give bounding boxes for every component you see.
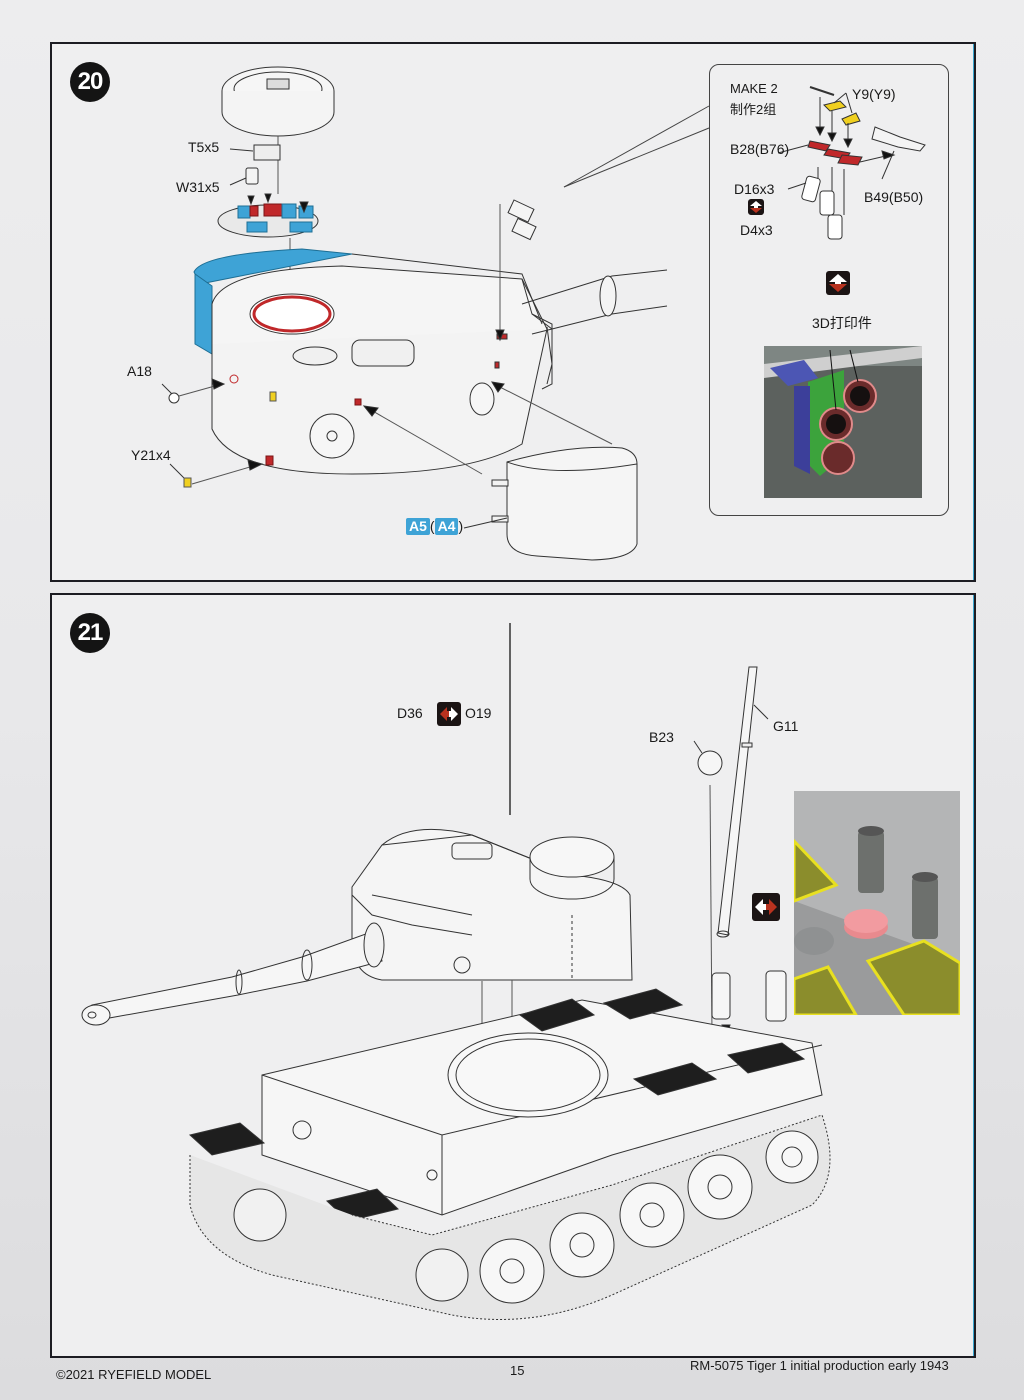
- page-number: 15: [510, 1363, 525, 1378]
- copyright-text: ©2021 RYEFIELD MODEL: [56, 1367, 212, 1382]
- hull: [188, 988, 823, 1222]
- part-tag-a4: A4: [434, 518, 459, 535]
- step-number-badge: 20: [70, 62, 110, 102]
- engine-deck-render: [794, 791, 960, 1015]
- label-w31: W31x5: [176, 179, 220, 195]
- label-g11: G11: [773, 718, 799, 734]
- gun-mantlet: [521, 269, 668, 390]
- swap-vertical-icon-large: [826, 271, 850, 295]
- step-number-badge: 21: [70, 613, 110, 653]
- label-3d-printed: 3D打印件: [812, 315, 872, 331]
- engine-grille: [632, 1062, 718, 1096]
- vision-port-part: [495, 199, 537, 342]
- engine-grille: [726, 1042, 806, 1074]
- front-mudguard: [188, 1122, 266, 1156]
- part-y21: [183, 477, 192, 488]
- part-tag-a5: A5: [406, 518, 430, 535]
- label-y21: Y21x4: [131, 447, 171, 463]
- label-b23: B23: [649, 729, 674, 745]
- product-title: RM-5075 Tiger 1 initial production early…: [690, 1358, 949, 1373]
- label-o19: O19: [465, 705, 492, 721]
- label-y9: Y9(Y9): [852, 86, 896, 102]
- label-t5: T5x5: [188, 139, 220, 155]
- engine-grille: [518, 998, 596, 1032]
- swap-vertical-icon: [748, 199, 764, 215]
- label-d16: D16x3: [734, 181, 775, 197]
- engine-grille: [602, 988, 684, 1020]
- part-b23: [697, 750, 723, 776]
- label-make-2-cn: 制作2组: [730, 102, 777, 117]
- label-d36: D36: [397, 705, 423, 721]
- commander-cupola: [221, 66, 335, 194]
- label-a18: A18: [127, 363, 152, 379]
- swap-horizontal-icon: [437, 702, 461, 726]
- gun-barrel-g11: [716, 666, 758, 938]
- part-w31: [245, 167, 259, 185]
- label-b28: B28(B76): [730, 141, 790, 157]
- label-make-2: MAKE 2: [730, 81, 778, 96]
- turret-body: [193, 248, 553, 475]
- track-assembly: [189, 1114, 831, 1320]
- smoke-discharger-drawing: [777, 86, 926, 240]
- main-gun: [81, 922, 385, 1026]
- turret: [351, 828, 633, 981]
- part-t5: [253, 144, 281, 161]
- 3d-print-render: [764, 346, 922, 498]
- stowage-bin-a5: [463, 446, 638, 561]
- label-d4: D4x3: [740, 222, 773, 238]
- sub-assembly-inset: MAKE 2 制作2组 Y9(Y9) B28(B76) B49(B50) D16…: [709, 64, 949, 516]
- turret-assembly-drawing: [161, 66, 710, 561]
- tank-assembly-drawing: [81, 623, 831, 1320]
- label-b49: B49(B50): [864, 189, 924, 205]
- label-a5-a4: A5(A4): [406, 518, 463, 535]
- swap-horizontal-icon-detail: [752, 893, 780, 921]
- step-21-panel: 21: [50, 593, 976, 1358]
- step-20-panel: 20: [50, 42, 976, 582]
- part-a18: [168, 392, 180, 404]
